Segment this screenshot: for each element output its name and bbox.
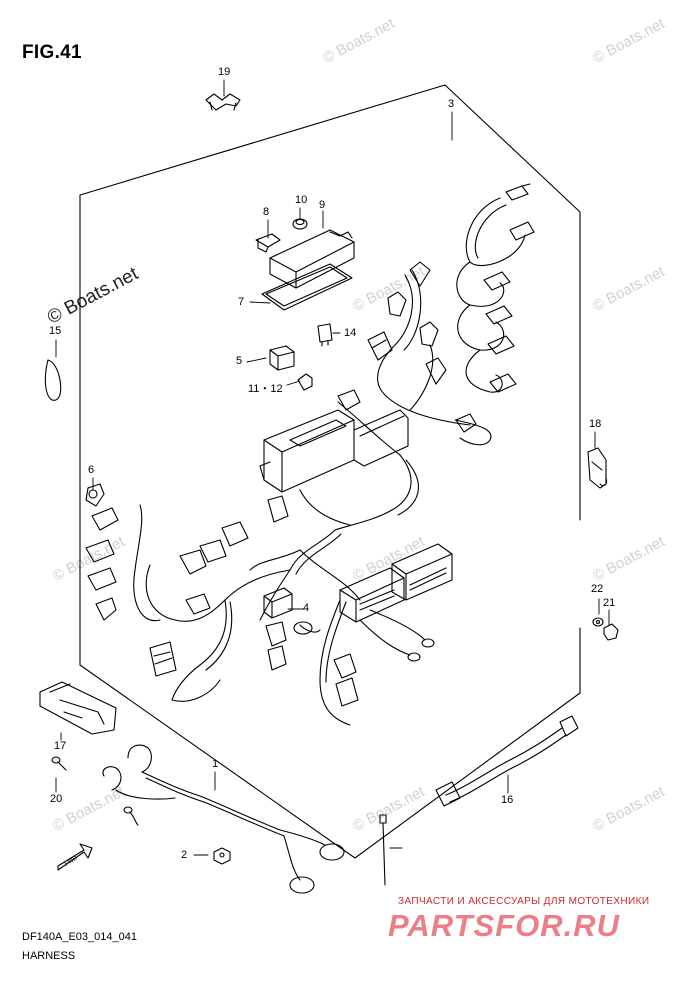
callout-6: 6 (88, 464, 95, 476)
bracket-8 (255, 233, 281, 253)
callout-11-12: 11・12 (248, 383, 283, 395)
callout-15: 16 (501, 794, 514, 806)
callout-18: 19 (218, 66, 231, 78)
frame-outline (79, 84, 581, 521)
ecm-modules (339, 543, 453, 623)
harness-main-3 (133, 197, 526, 726)
bracket-17 (587, 447, 608, 489)
callout-13: 14 (344, 327, 357, 339)
screw-19 (51, 756, 67, 771)
relay-4 (263, 587, 293, 619)
main-fuse-block (259, 409, 409, 493)
callout-3: 3 (448, 98, 455, 110)
nut-20 (603, 623, 619, 641)
promo-logo: PARTSFOR.RU (388, 908, 621, 943)
callout-7: 7 (238, 296, 245, 308)
fuse-box-9 (269, 229, 355, 289)
figure-name: HARNESS (22, 950, 76, 962)
callout-21: 22 (591, 583, 604, 595)
fuse-13 (317, 323, 333, 347)
battery-cable-1 (102, 744, 345, 894)
callout-9: 9 (319, 199, 326, 211)
cover-14 (44, 359, 62, 401)
figure-title: FIG.41 (22, 42, 82, 63)
callout-14: 15 (49, 325, 62, 337)
callout-20: 21 (603, 597, 616, 609)
relay-5 (269, 345, 295, 371)
cable-tie-22 (379, 814, 387, 886)
bracket-16 (39, 681, 117, 735)
gasket-7 (261, 263, 353, 311)
callout-8: 8 (263, 206, 270, 218)
callout-1: 1 (212, 758, 219, 770)
callout-17: 18 (589, 418, 602, 430)
fwd-arrow-icon: FWD (57, 843, 93, 871)
connectors-lower (263, 587, 435, 707)
washer-21 (592, 617, 604, 627)
callout-16: 17 (54, 740, 67, 752)
callout-5: 5 (236, 355, 243, 367)
callout-19: 20 (50, 793, 63, 805)
fuse-11-12 (297, 373, 313, 391)
promo-tagline: ЗАПЧАСТИ И АКСЕССУАРЫ ДЛЯ МОТОТЕХНИКИ (398, 896, 650, 907)
connectors-left (85, 483, 289, 677)
extension-cable-15 (435, 715, 579, 807)
connectors-upper-right (337, 183, 535, 433)
callout-4: 4 (303, 602, 310, 614)
callout-10: 10 (295, 194, 308, 206)
terminal-6 (88, 489, 98, 499)
figure-code: DF140A_E03_014_041 (22, 931, 137, 943)
frame-outline-bottom (79, 194, 581, 859)
leader-lines (55, 79, 610, 856)
clip-18 (205, 93, 241, 111)
nut-2 (213, 847, 231, 865)
callout-2: 2 (181, 849, 188, 861)
